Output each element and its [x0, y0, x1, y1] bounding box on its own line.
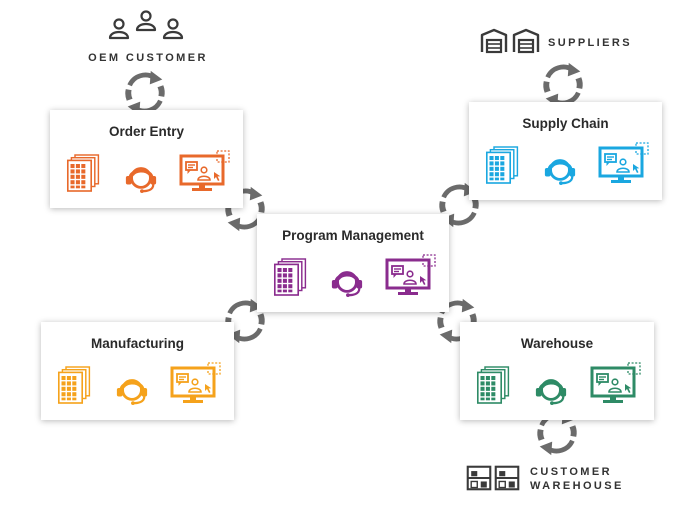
documents-icon [57, 366, 91, 404]
manufacturing-title: Manufacturing [91, 336, 184, 351]
monitor-screen-icon [179, 150, 231, 193]
headset-agent-icon [534, 379, 568, 406]
supply-chain-card: Supply Chain [469, 102, 662, 200]
documents-icon [66, 154, 100, 192]
headset-agent-icon [542, 159, 577, 186]
oem-customer-group: OEM CUSTOMER [78, 8, 218, 68]
headset-agent-icon [330, 271, 364, 298]
warehouse-card: Warehouse [460, 322, 654, 420]
customer-warehouse-label-2: WAREHOUSE [530, 480, 624, 492]
order-entry-card: Order Entry [50, 110, 243, 208]
monitor-screen-icon [598, 142, 650, 185]
monitor-screen-icon [590, 362, 642, 405]
monitor-screen-icon [170, 362, 222, 405]
documents-icon [485, 146, 519, 184]
suppliers-label: SUPPLIERS [548, 37, 632, 49]
warehouse-racks-icon [466, 465, 520, 491]
oem-customer-label: OEM CUSTOMER [88, 52, 208, 64]
manufacturing-card: Manufacturing [41, 322, 234, 420]
people-icon [108, 10, 184, 40]
program-management-title: Program Management [282, 228, 424, 243]
supply-chain-title: Supply Chain [522, 116, 609, 131]
customer-warehouse-group: CUSTOMER WAREHOUSE [466, 462, 656, 498]
customer-warehouse-label-1: CUSTOMER [530, 466, 612, 478]
supplier-buildings-icon [480, 28, 540, 54]
warehouse-title: Warehouse [520, 336, 594, 351]
program-management-card: Program Management [257, 214, 449, 312]
suppliers-group: SUPPLIERS [480, 28, 650, 58]
headset-agent-icon [114, 379, 149, 406]
documents-icon [273, 258, 307, 296]
headset-agent-icon [123, 167, 158, 194]
monitor-screen-icon [385, 254, 437, 297]
documents-icon [476, 366, 510, 404]
order-entry-title: Order Entry [108, 124, 185, 139]
